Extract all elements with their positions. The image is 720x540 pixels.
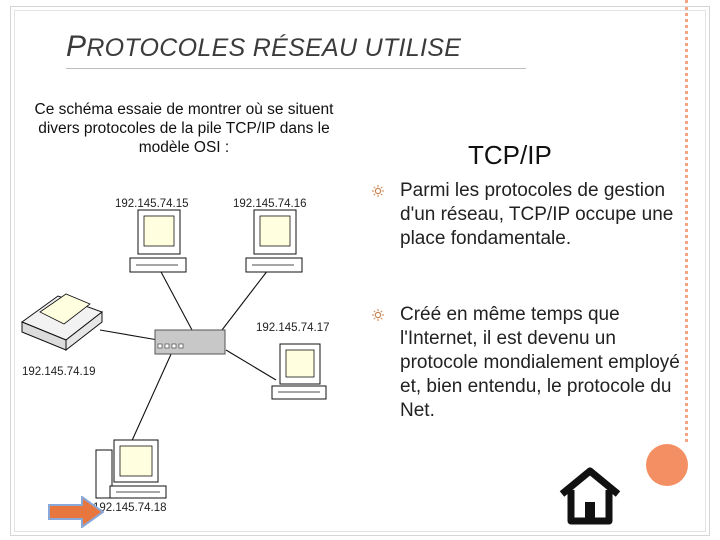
computer-icon-pc3	[271, 343, 327, 400]
diagram-caption: Ce schéma essaie de montrer où se situen…	[34, 101, 334, 156]
title-underline	[66, 68, 526, 69]
network-hub-icon	[154, 329, 226, 355]
home-icon	[559, 467, 621, 525]
slide-title-initial: P	[66, 30, 87, 63]
home-button[interactable]	[558, 466, 622, 526]
link-tower	[129, 351, 173, 446]
computer-icon-pc1	[129, 209, 187, 273]
accent-circle	[646, 444, 688, 486]
ip-label-pc2: 192.145.74.16	[233, 198, 307, 210]
computer-icon-pc2	[245, 209, 303, 273]
accent-dotted-line	[685, 0, 688, 442]
ip-label-pc3: 192.145.74.17	[256, 322, 330, 334]
link-pc3	[225, 349, 277, 381]
ip-label-pc1: 192.145.74.15	[115, 198, 189, 210]
sun-bullet-icon	[372, 185, 384, 197]
ip-label-tower: 192.145.74.18	[93, 502, 167, 514]
bullet-text-2: Créé en même temps que l'Internet, il es…	[400, 304, 680, 421]
link-scanner	[99, 329, 159, 341]
ip-label-scanner: 192.145.74.19	[22, 366, 96, 378]
right-arrow-icon	[48, 496, 104, 528]
slide-title: PROTOCOLES RÉSEAU UTILISE	[66, 30, 461, 64]
slide-title-rest: ROTOCOLES RÉSEAU UTILISE	[86, 34, 462, 62]
slide-frame-inner	[14, 10, 706, 532]
scanner-icon	[20, 293, 104, 352]
slide-frame-outer	[10, 6, 710, 536]
link-pc2	[221, 269, 269, 331]
section-heading: TCP/IP	[468, 140, 552, 170]
next-slide-button[interactable]	[48, 496, 104, 528]
bullet-text-1: Parmi les protocoles de gestion d'un rés…	[400, 180, 674, 249]
tower-computer-icon	[95, 439, 167, 499]
network-links	[99, 269, 277, 446]
sun-bullet-icon	[372, 309, 384, 321]
link-pc1	[159, 269, 193, 331]
